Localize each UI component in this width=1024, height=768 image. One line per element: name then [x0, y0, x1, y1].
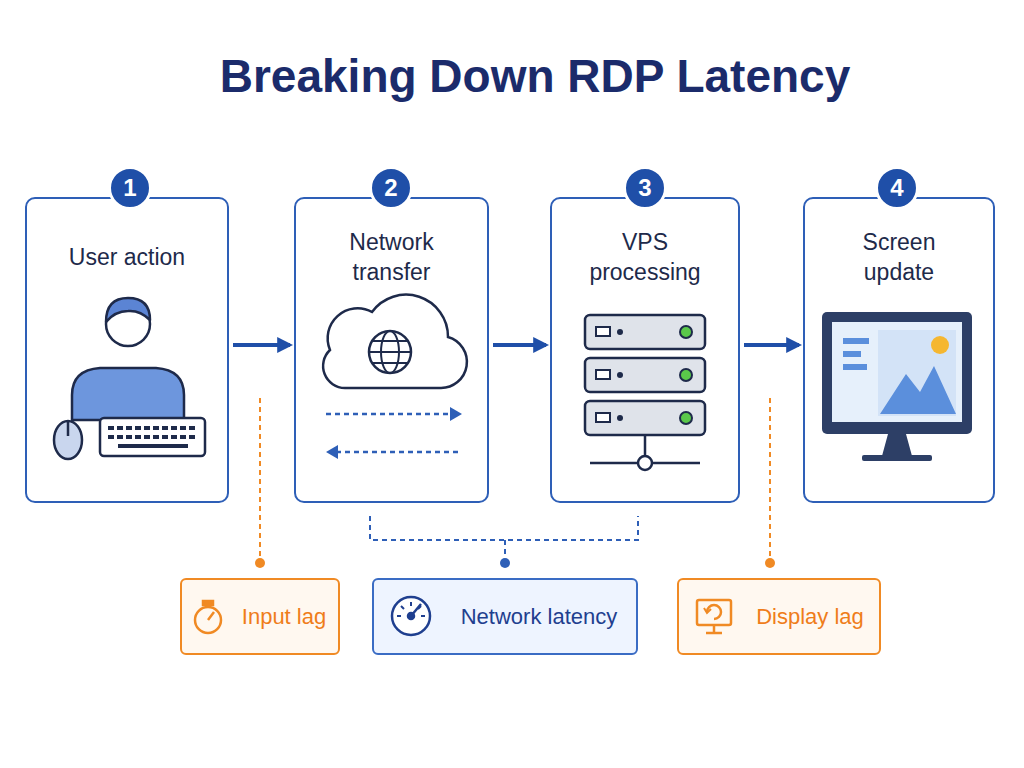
step-label: Network transfer [332, 227, 452, 287]
latency-callout: Network latency [372, 578, 638, 655]
callout-number: 2 [369, 166, 413, 210]
leader-dot [500, 558, 510, 568]
callout-label: Display lag [756, 604, 864, 630]
process-box: VPS processing [550, 197, 740, 503]
step-label: User action [69, 242, 185, 272]
latency-callout: Input lag [180, 578, 340, 655]
callout-number: 1 [108, 166, 152, 210]
step-label: Screen update [839, 227, 959, 287]
input-leader [259, 398, 261, 558]
flow-arrow [493, 343, 546, 347]
flow-arrow [233, 343, 290, 347]
leader-dot [765, 558, 775, 568]
callout-label: Input lag [242, 604, 326, 630]
callout-label: Network latency [461, 604, 618, 630]
display-leader [769, 398, 771, 558]
step-label: VPS processing [570, 227, 720, 287]
callout-number: 3 [623, 166, 667, 210]
latency-callout: Display lag [677, 578, 881, 655]
leader-dot [255, 558, 265, 568]
process-box: Network transfer [294, 197, 489, 503]
process-box: Screen update [803, 197, 995, 503]
network-bracket [370, 516, 638, 558]
diagram-title: Breaking Down RDP Latency [50, 44, 1020, 108]
process-box: User action [25, 197, 229, 503]
callout-number: 4 [875, 166, 919, 210]
flow-arrow [744, 343, 799, 347]
